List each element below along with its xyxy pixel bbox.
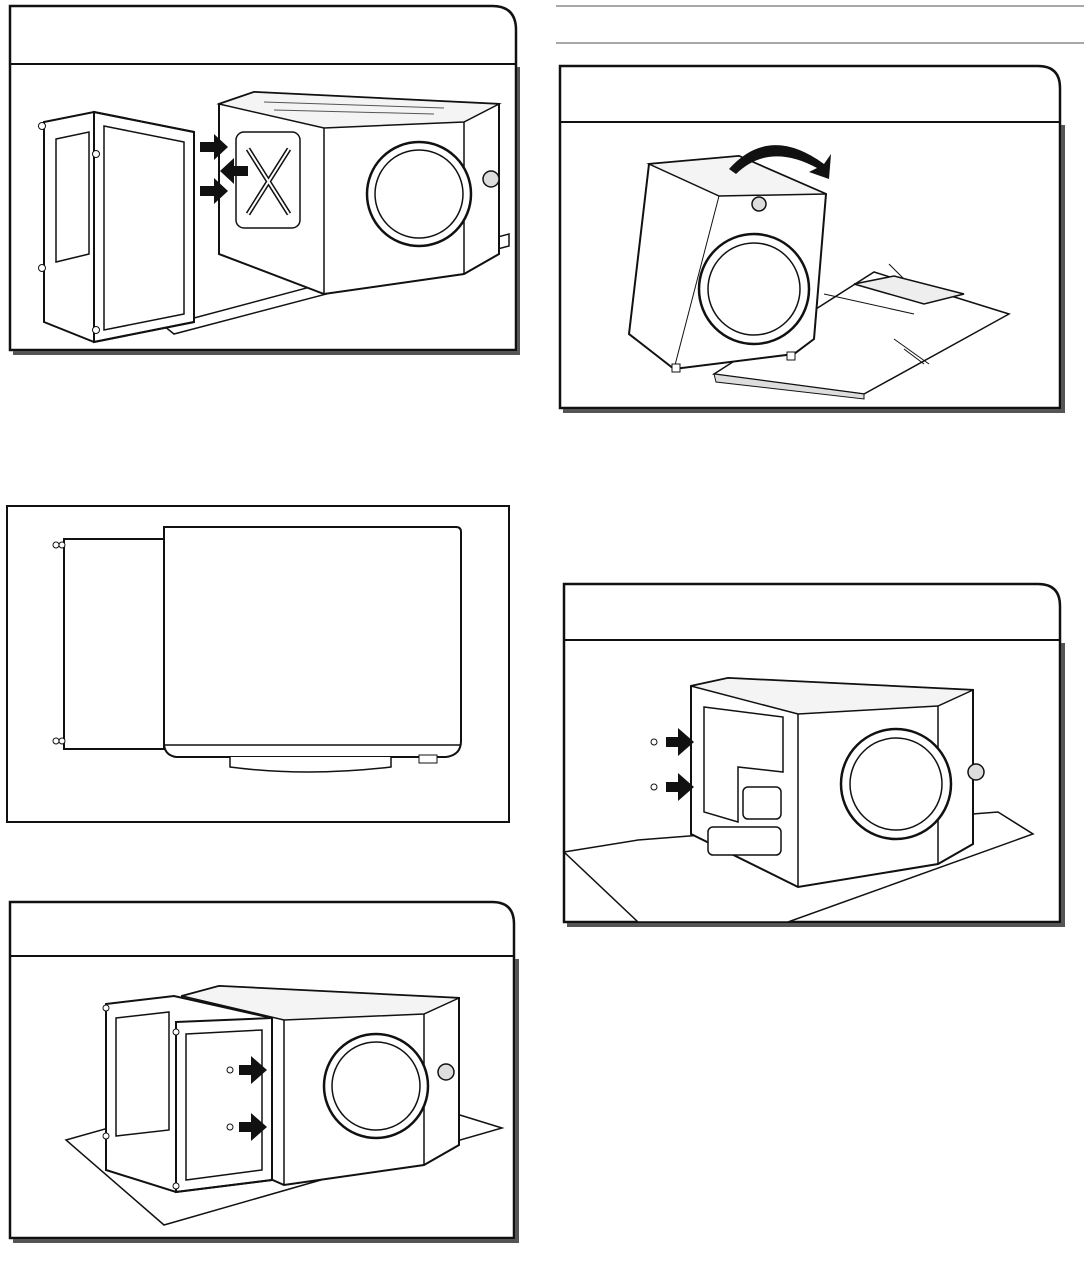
header-rule-bottom — [556, 42, 1084, 44]
illustration-pedestal-attach — [4, 4, 520, 356]
illustration-washer-rear-screws — [558, 582, 1068, 928]
illustration-pedestal-side-view — [6, 505, 512, 825]
illustration-washer-tilted — [554, 64, 1066, 416]
illustration-pedestal-screws-installed — [4, 900, 520, 1246]
header-rule-top — [556, 5, 1084, 7]
